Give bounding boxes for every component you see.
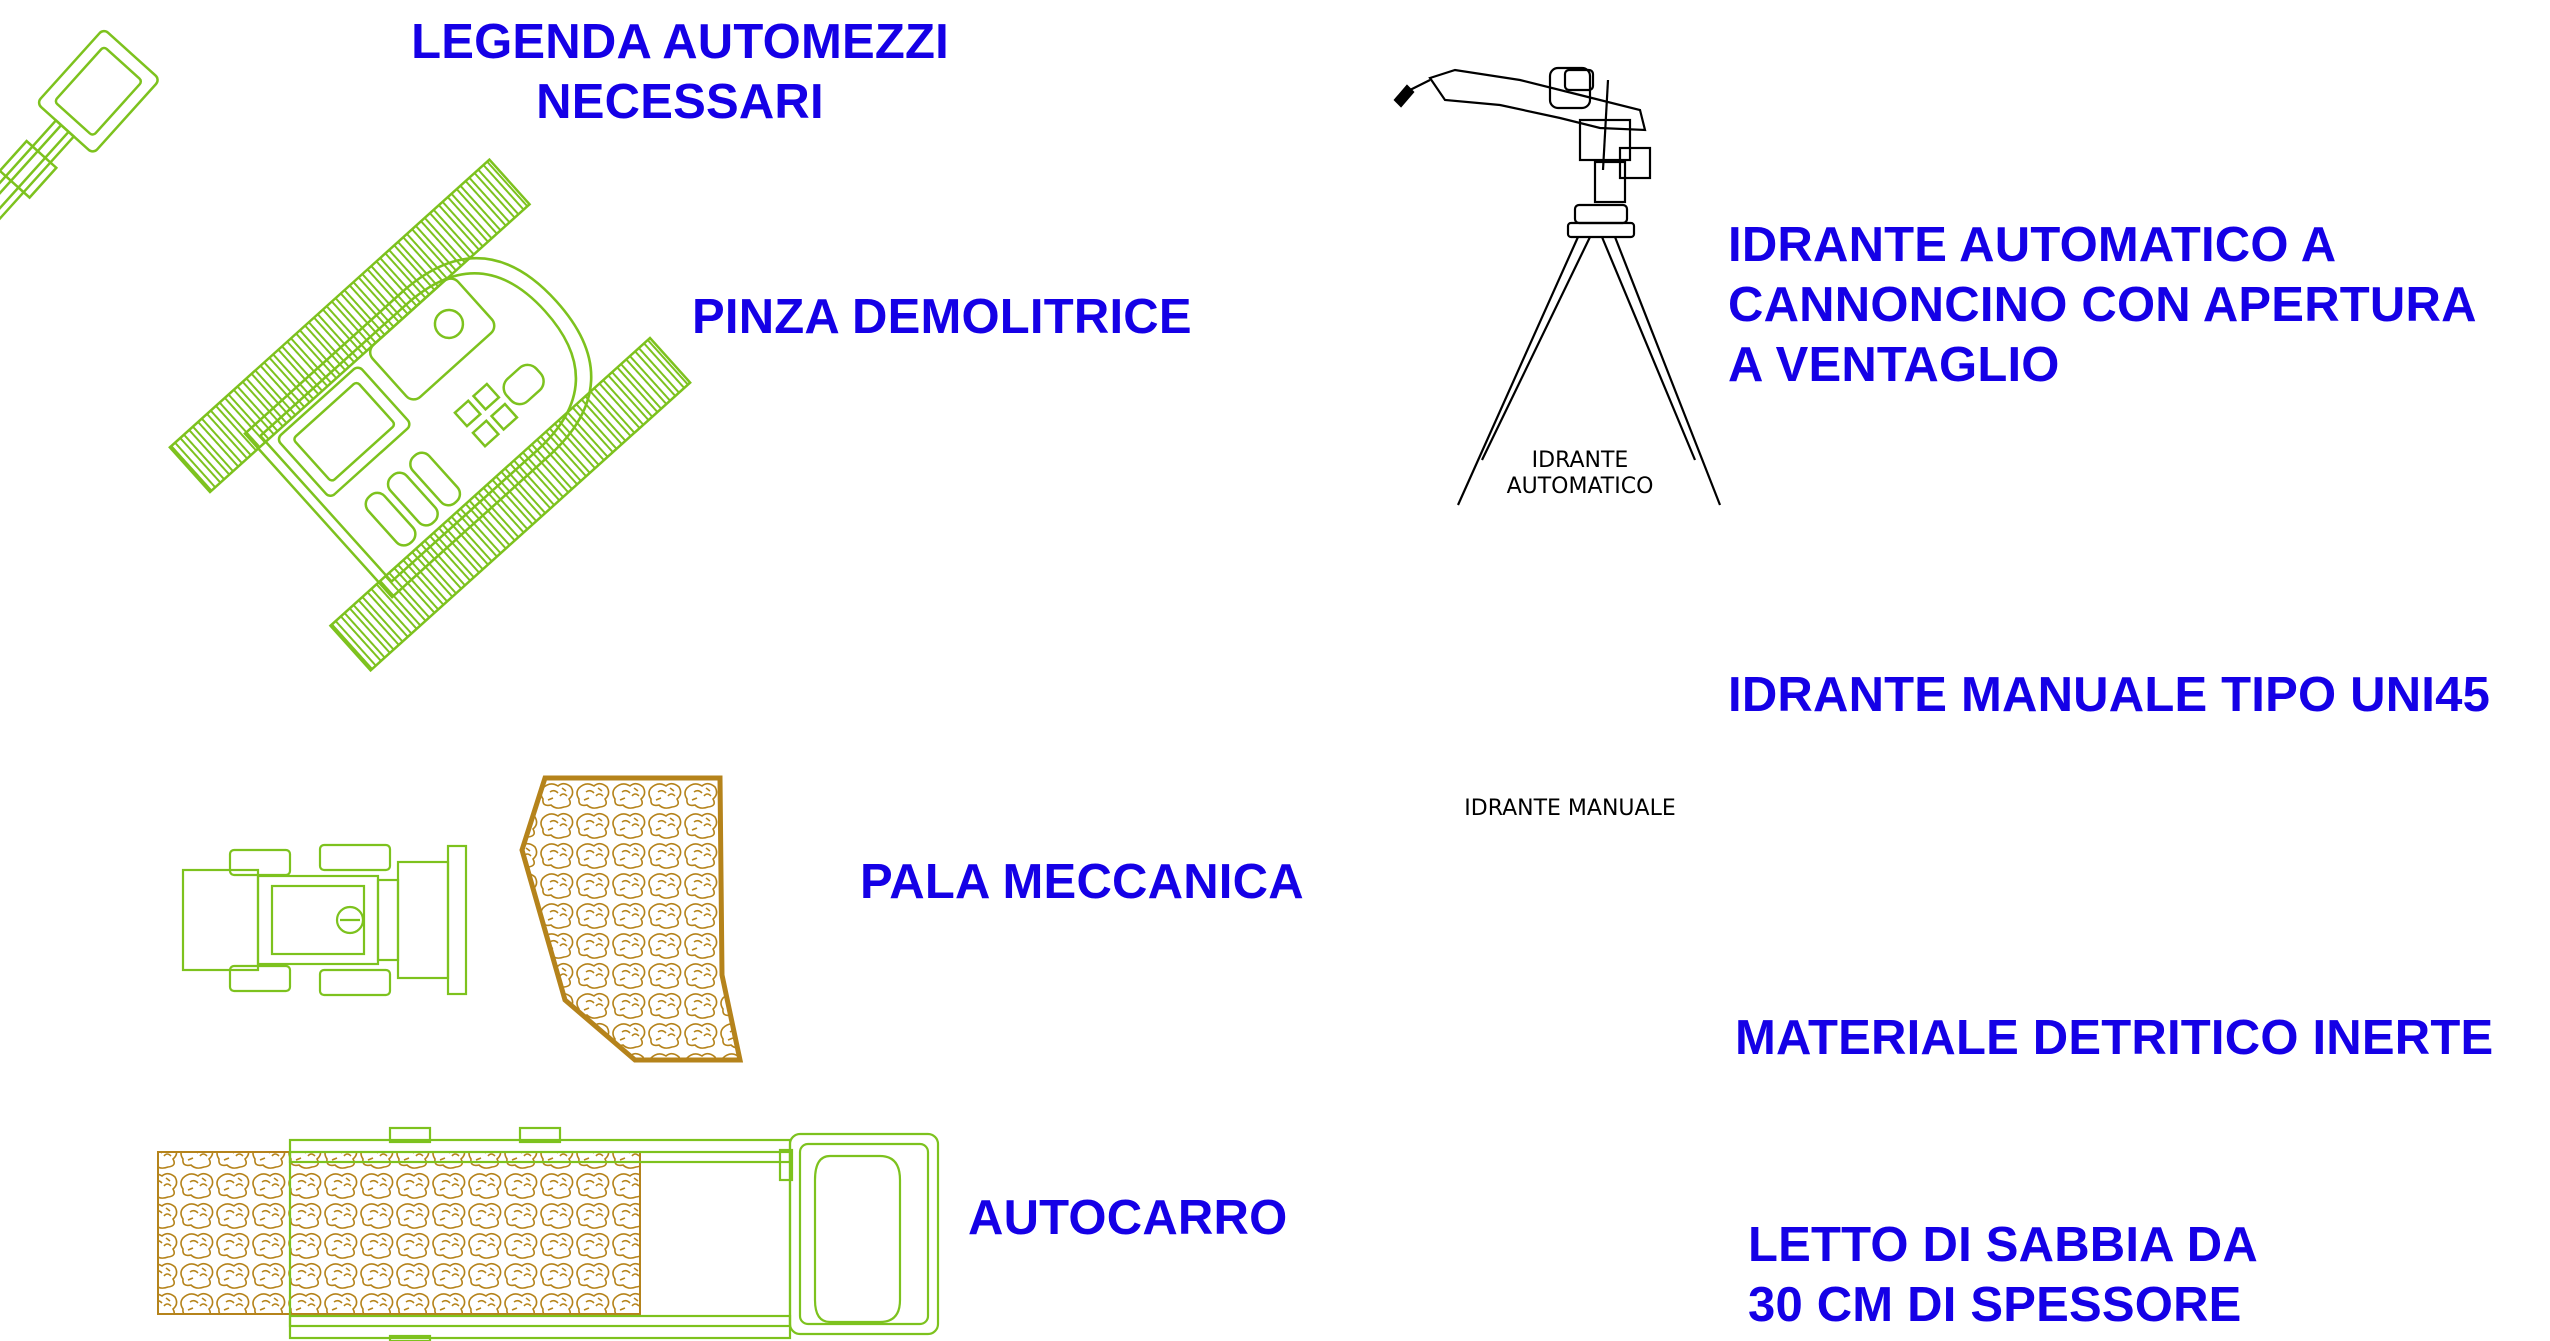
sprinkler-cannon-icon xyxy=(1393,66,1722,506)
label-idrante-automatico-line3: A VENTAGLIO xyxy=(1728,338,2060,392)
label-idrante-automatico-line1: IDRANTE AUTOMATICO A xyxy=(1728,218,2337,272)
demolition-excavator-icon xyxy=(0,29,692,673)
label-letto-di-sabbia-line1: LETTO DI SABBIA DA xyxy=(1748,1218,2258,1272)
label-pinza-demolitrice: PINZA DEMOLITRICE xyxy=(692,290,1192,344)
dump-truck-icon xyxy=(157,1126,940,1341)
label-letto-di-sabbia: LETTO DI SABBIA DA 30 CM DI SPESSORE xyxy=(1748,1215,2258,1335)
caption-idrante-automatico-line2: AUTOMATICO xyxy=(1506,474,1654,499)
wheel-loader-icon xyxy=(181,843,468,997)
label-materiale-detritico: MATERIALE DETRITICO INERTE xyxy=(1735,1011,2494,1065)
label-letto-di-sabbia-line2: 30 CM DI SPESSORE xyxy=(1748,1278,2242,1332)
legend-title-line1: LEGENDA AUTOMEZZI xyxy=(411,15,949,69)
label-idrante-automatico-line2: CANNONCINO CON APERTURA xyxy=(1728,278,2477,332)
caption-idrante-automatico: IDRANTE AUTOMATICO xyxy=(1480,448,1680,500)
label-pala-meccanica: PALA MECCANICA xyxy=(860,855,1304,909)
legend-title: LEGENDA AUTOMEZZI NECESSARI xyxy=(335,12,1025,132)
caption-idrante-automatico-line1: IDRANTE xyxy=(1531,448,1629,473)
caption-idrante-manuale: IDRANTE MANUALE xyxy=(1464,796,1676,821)
label-idrante-manuale: IDRANTE MANUALE TIPO UNI45 xyxy=(1728,668,2491,722)
legend-title-line2: NECESSARI xyxy=(536,75,824,129)
label-autocarro: AUTOCARRO xyxy=(968,1191,1288,1245)
label-idrante-automatico: IDRANTE AUTOMATICO A CANNONCINO CON APER… xyxy=(1728,215,2477,395)
rubble-pile-icon xyxy=(519,775,744,1063)
